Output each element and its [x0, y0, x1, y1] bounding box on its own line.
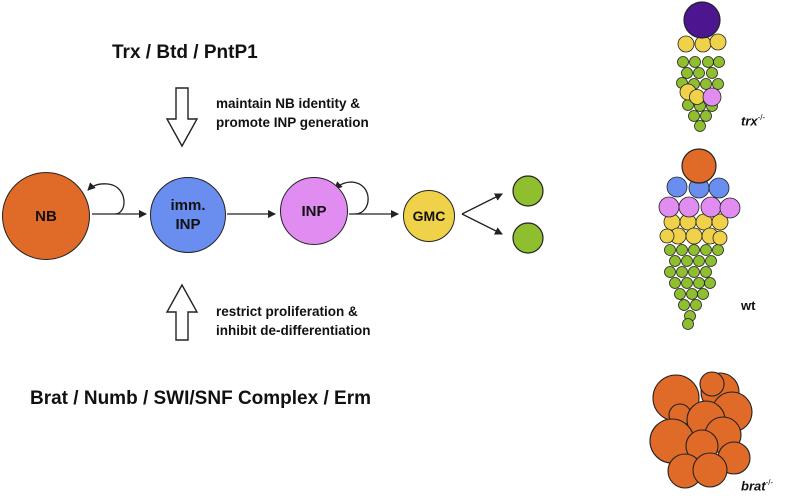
imm-inp-label-line-1: imm.	[170, 197, 206, 214]
wt-clone	[658, 148, 741, 330]
inp-label: INP	[301, 202, 327, 220]
gmc-label: GMC	[412, 208, 446, 224]
top-effect-note: maintain NB identity & promote INP gener…	[216, 94, 369, 132]
bottom-effect-note: restrict proliferation & inhibit de-diff…	[216, 302, 371, 340]
self-renew-arrow-nb	[87, 182, 125, 215]
inp-cell: INP	[280, 177, 348, 245]
nb-label: NB	[35, 207, 57, 225]
bottom-effect-line-1: restrict proliferation &	[216, 304, 358, 319]
top-factors-label: Trx / Btd / PntP1	[112, 42, 258, 63]
neuron-cell-top	[512, 175, 544, 207]
up-block-arrow	[165, 283, 199, 341]
trx-clone-label: trx-/-	[741, 113, 765, 128]
trx-genotype: trx	[741, 113, 758, 129]
nb-cell: NB	[2, 172, 90, 260]
self-renew-arrow-inp	[334, 181, 369, 215]
arrow-GMC-to-neuron-top	[461, 193, 503, 215]
bottom-factors-label: Brat / Numb / SWI/SNF Complex / Erm	[30, 388, 371, 409]
wt-clone-label: wt	[741, 298, 756, 313]
brat-genotype: brat	[741, 478, 766, 494]
top-effect-line-2: promote INP generation	[216, 115, 369, 130]
trx-clone	[676, 1, 727, 132]
trx-superscript: -/-	[757, 113, 766, 122]
brat-superscript: -/-	[765, 478, 774, 487]
gmc-cell: GMC	[403, 190, 455, 242]
brat-clone	[649, 371, 753, 489]
arrow-GMC-to-neuron-bottom	[461, 213, 503, 235]
neuron-cell-bottom	[512, 222, 544, 254]
bottom-effect-line-2: inhibit de-differentiation	[216, 323, 371, 338]
brat-clone-label: brat-/-	[741, 478, 773, 493]
imm-inp-cell: imm. INP	[150, 177, 226, 253]
imm-inp-label-line-2: INP	[175, 216, 201, 233]
down-block-arrow	[165, 87, 199, 148]
top-effect-line-1: maintain NB identity &	[216, 96, 361, 111]
